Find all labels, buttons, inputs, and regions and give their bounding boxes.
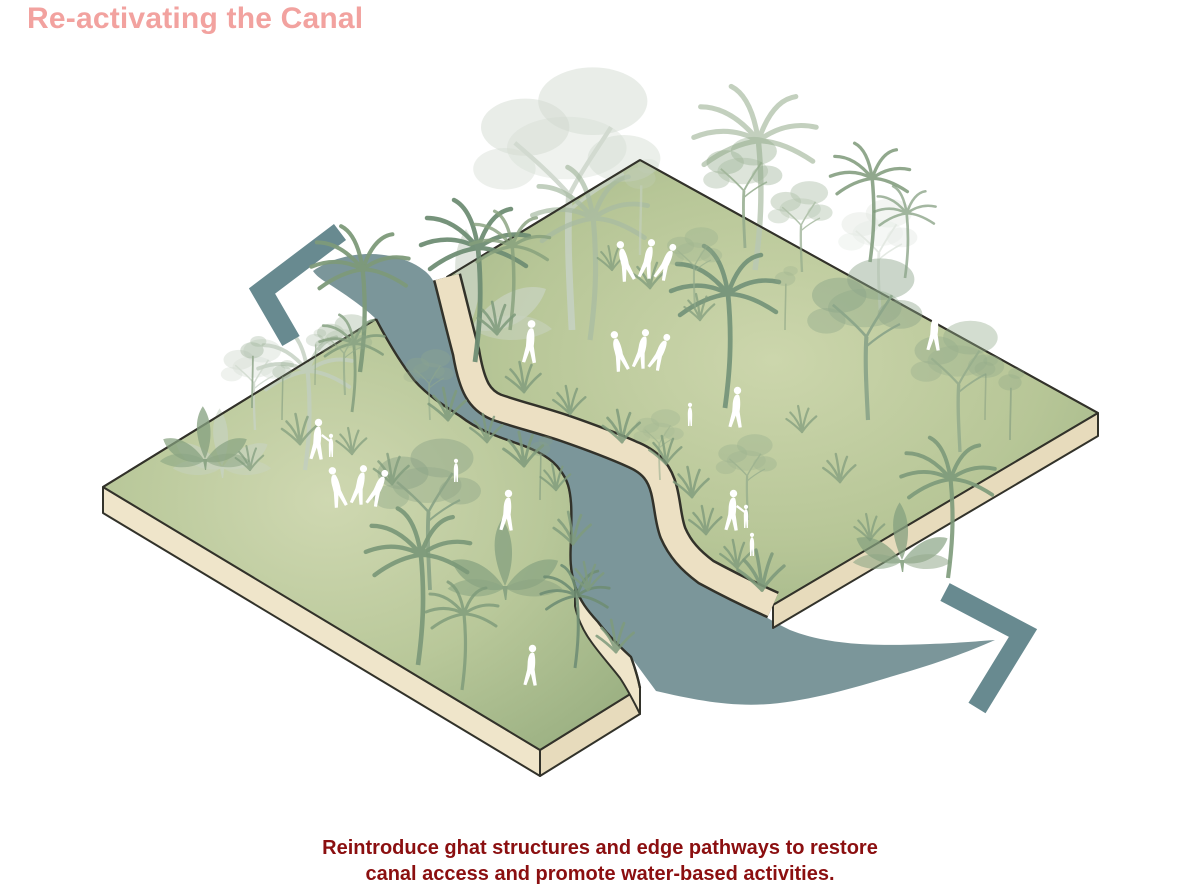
right-plot-side-southeast (772, 412, 1099, 629)
caption-line-1: Reintroduce ghat structures and edge pat… (322, 837, 878, 859)
flow-arrows (248, 224, 1038, 714)
ghat-edge-pathway (432, 273, 779, 619)
caption: Reintroduce ghat structures and edge pat… (0, 836, 1200, 887)
flow-arrowhead-downstream-icon (940, 583, 1038, 714)
page-title: Re-activating the Canal (27, 2, 364, 35)
caption-line-2: canal access and promote water-based act… (365, 862, 835, 885)
flow-arrowhead-upstream-icon (248, 224, 347, 347)
ghat-band (435, 273, 778, 616)
